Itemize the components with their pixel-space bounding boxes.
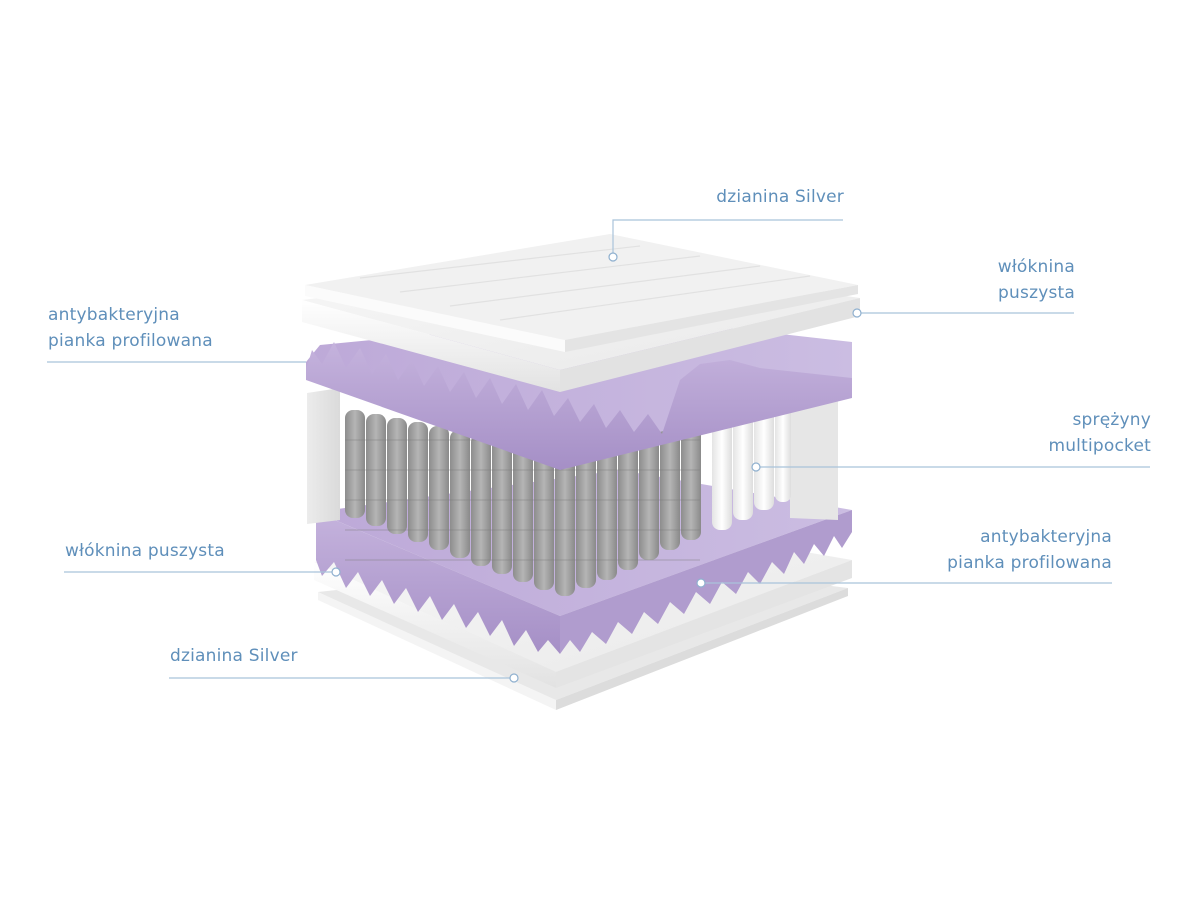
label-bottom-knit: dzianina Silver	[170, 643, 370, 669]
leader-top-knit	[612, 219, 843, 256]
label-top-fleece-line1: włóknina	[997, 257, 1075, 277]
label-springs-line1: sprężyny	[1072, 410, 1151, 430]
label-top-knit: dzianina Silver	[660, 184, 844, 210]
dot-top-knit-icon	[608, 252, 618, 262]
label-springs: sprężyny multipocket	[950, 407, 1151, 459]
label-top-foam-line2: pianka profilowana	[48, 331, 213, 351]
dot-bottom-fleece-icon	[331, 567, 341, 577]
leader-dots	[331, 252, 862, 683]
dot-bottom-foam-icon	[696, 578, 706, 588]
label-springs-line2: multipocket	[1048, 436, 1151, 456]
label-top-fleece-line2: puszysta	[998, 283, 1075, 303]
label-bottom-knit-text: dzianina Silver	[170, 646, 298, 666]
dot-springs-icon	[751, 462, 761, 472]
label-bottom-foam-line1: antybakteryjna	[980, 527, 1112, 547]
label-top-foam: antybakteryjna pianka profilowana	[48, 302, 288, 354]
dot-bottom-knit-icon	[509, 673, 519, 683]
label-top-foam-line1: antybakteryjna	[48, 305, 180, 325]
dot-top-fleece-icon	[852, 308, 862, 318]
label-bottom-fleece-text: włóknina puszysta	[65, 541, 225, 561]
label-bottom-fleece: włóknina puszysta	[65, 538, 305, 564]
label-bottom-foam: antybakteryjna pianka profilowana	[880, 524, 1112, 576]
leader-lines	[47, 219, 1150, 679]
label-bottom-foam-line2: pianka profilowana	[947, 553, 1112, 573]
label-top-knit-text: dzianina Silver	[716, 187, 844, 207]
label-top-fleece: włóknina puszysta	[900, 254, 1075, 306]
layer-springs	[307, 388, 838, 596]
layer-top-knit	[305, 234, 858, 352]
